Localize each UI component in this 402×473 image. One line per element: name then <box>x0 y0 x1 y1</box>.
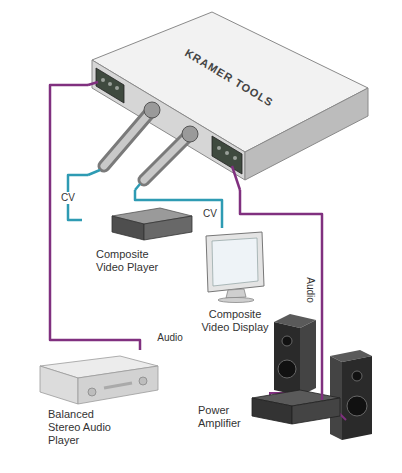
monitor-screen <box>212 238 258 286</box>
terminal-screw <box>115 86 119 90</box>
cable-stub <box>321 386 324 400</box>
video-display: Composite Video Display <box>198 228 272 340</box>
power-amplifier: Power Amplifier <box>196 386 346 436</box>
speaker-woofer <box>278 360 296 378</box>
speaker-front <box>274 322 300 396</box>
audio-player: Balanced Stereo Audio Player <box>28 350 163 453</box>
monitor-base <box>218 298 254 303</box>
bnc-connector <box>144 134 190 180</box>
terminal-block <box>212 136 242 174</box>
player-side <box>144 216 192 240</box>
audio-player-slot <box>104 383 132 388</box>
signal-label: Audio <box>304 275 316 305</box>
terminal-screw <box>233 156 237 160</box>
signal-cable <box>240 190 322 386</box>
monitor-bezel <box>206 232 264 292</box>
amplifier-side <box>292 398 340 424</box>
cable-stub <box>135 184 140 190</box>
terminal-screw <box>217 146 221 150</box>
bnc-socket <box>144 102 160 118</box>
bnc-connector <box>144 134 190 180</box>
speaker-side <box>300 320 316 396</box>
signal-label: CV <box>201 208 219 220</box>
audio-player-front <box>78 366 158 404</box>
audio-player-knob <box>88 388 96 396</box>
cable-stub <box>88 82 98 85</box>
device-caption: Composite Video Display <box>198 308 272 334</box>
cable-stub <box>232 166 240 190</box>
signal-cable <box>50 85 140 350</box>
terminal-screw <box>225 151 229 155</box>
device-label: KRAMER TOOLS <box>182 46 275 109</box>
amplifier-front <box>252 398 292 424</box>
bnc-socket <box>182 126 198 142</box>
speaker-tweeter <box>282 336 292 346</box>
video-player: Composite Video Player <box>82 204 196 280</box>
bnc-connector <box>104 110 152 166</box>
terminal-screw <box>108 82 112 86</box>
device-caption: Composite Video Player <box>96 248 171 274</box>
cable-stub <box>88 170 100 175</box>
player-front <box>112 216 144 240</box>
speaker-front <box>342 356 372 440</box>
speaker-woofer <box>347 396 367 416</box>
monitor-stand <box>226 289 246 298</box>
device-caption: Power Amplifier <box>198 404 253 430</box>
signal-label: Audio <box>155 332 185 344</box>
speaker-tweeter <box>352 371 362 381</box>
signal-label: CV <box>59 192 77 204</box>
audio-player-side <box>40 366 78 404</box>
audio-player-knob <box>139 377 147 385</box>
terminal-screw <box>101 78 105 82</box>
signal-cable <box>135 190 222 228</box>
terminal-block <box>96 68 124 103</box>
device-box: KRAMER TOOLS <box>88 8 370 190</box>
device-caption: Balanced Stereo Audio Player <box>48 408 120 447</box>
bnc-connector <box>104 110 152 166</box>
